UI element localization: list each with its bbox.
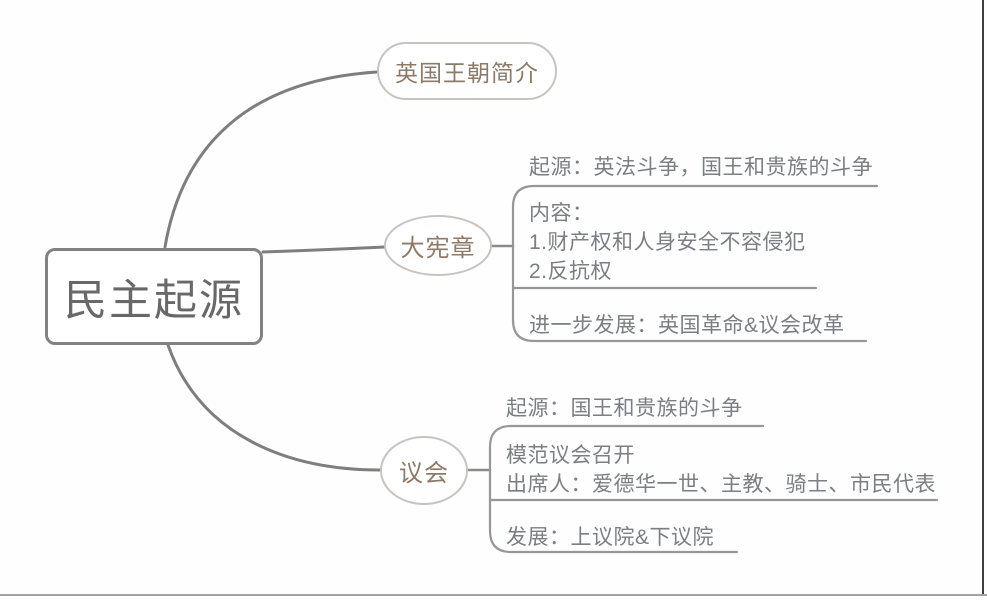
- bracket-magna-carta: [511, 184, 879, 343]
- canvas-bottom-edge: [0, 594, 987, 596]
- topic-parliament-model-parliament[interactable]: 模范议会召开 出席人：爱德华一世、主教、骑士、市民代表: [506, 444, 936, 496]
- root-node[interactable]: 民主起源: [45, 248, 263, 345]
- branch-label: 议会: [399, 460, 449, 487]
- topic-magna-carta-origin[interactable]: 起源：英法斗争，国王和贵族的斗争: [529, 156, 873, 179]
- topic-magna-carta-development[interactable]: 进一步发展：英国革命&议会改革: [529, 314, 845, 337]
- topic-parliament-origin[interactable]: 起源：国王和贵族的斗争: [506, 397, 743, 420]
- branch-node-parliament[interactable]: 议会: [380, 436, 468, 505]
- curve-root-to-parliament: [166, 343, 382, 472]
- branch-node-magna-carta[interactable]: 大宪章: [384, 215, 492, 276]
- curve-root-to-intro: [163, 70, 379, 249]
- branch-label: 大宪章: [400, 235, 476, 262]
- root-node-label: 民主起源: [64, 276, 244, 325]
- branch-node-british-dynasty-intro[interactable]: 英国王朝简介: [377, 42, 557, 100]
- curve-root-to-magna-carta: [261, 245, 386, 254]
- topic-parliament-development[interactable]: 发展：上议院&下议院: [506, 526, 715, 549]
- topic-magna-carta-content[interactable]: 内容： 1.财产权和人身安全不容侵犯 2.反抗权: [529, 202, 806, 283]
- canvas-right-edge: [982, 0, 984, 596]
- branch-label: 英国王朝简介: [395, 60, 539, 86]
- bracket-parliament: [488, 424, 765, 554]
